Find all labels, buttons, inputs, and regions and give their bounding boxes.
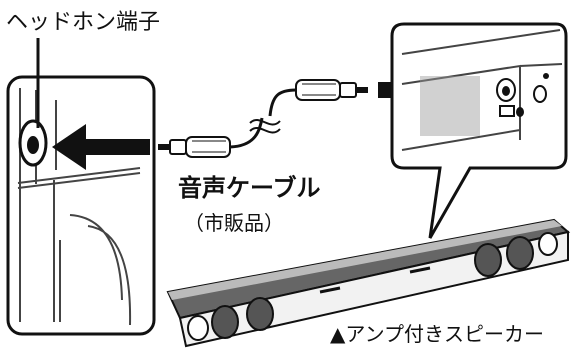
- device-panel: [6, 75, 156, 336]
- headphone-jack: [18, 119, 48, 167]
- speaker-driver: [474, 243, 502, 277]
- speaker-bar: [166, 218, 571, 348]
- speaker-driver: [506, 236, 534, 270]
- audio-cable-illustration: [158, 79, 368, 158]
- headphone-jack-label: ヘッドホン端子: [6, 10, 161, 35]
- amp-speaker-label: ▲アンプ付きスピーカー: [330, 322, 544, 346]
- speaker-driver: [246, 297, 274, 331]
- speaker-driver: [187, 315, 209, 341]
- speaker-driver: [538, 232, 558, 256]
- commercial-note: （市販品）: [184, 211, 284, 235]
- arrow-to-jack: [52, 124, 150, 170]
- audio-cable-label: 音声ケーブル: [178, 174, 321, 202]
- speaker-input-callout: [390, 22, 568, 239]
- speaker-driver: [211, 305, 239, 339]
